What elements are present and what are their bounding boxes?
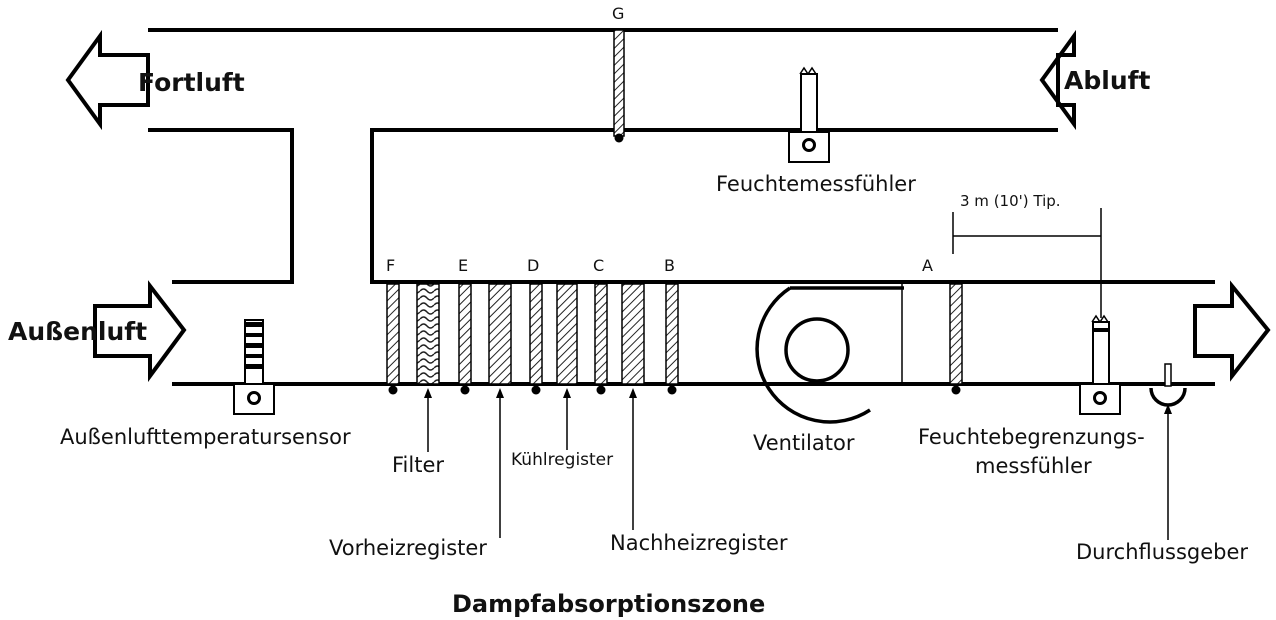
abluft-arrow <box>1039 29 1076 131</box>
point-d-label: D <box>527 256 540 275</box>
zone-title: Dampfabsorptionszone <box>452 590 766 618</box>
feuchtebegrenzung-label-line1: Feuchtebegrenzungs- <box>918 425 1145 449</box>
duct-walls <box>148 28 1215 386</box>
point-e-label: E <box>458 256 469 275</box>
distance-bracket <box>952 208 1102 318</box>
register-d <box>529 283 543 395</box>
durchflussgeber-label: Durchflussgeber <box>1076 540 1249 564</box>
aussenluft-arrow <box>93 280 187 383</box>
kuehlregister-coil <box>556 283 578 385</box>
point-g-probe <box>613 29 625 143</box>
abluft-label: Abluft <box>1064 66 1151 95</box>
register-b <box>665 283 679 395</box>
aussenluft-temperature-sensor <box>233 319 275 415</box>
point-b-label: B <box>664 256 675 275</box>
ventilator-fan <box>755 284 904 424</box>
nachheizregister-label: Nachheizregister <box>610 531 788 555</box>
ventilator-label: Ventilator <box>753 431 855 455</box>
vorheizregister-coil <box>488 283 512 385</box>
point-c-label: C <box>593 256 605 275</box>
point-a-label: A <box>922 256 933 275</box>
register-e <box>458 283 472 395</box>
kuehlregister-label: Kühlregister <box>511 450 614 470</box>
filter-element <box>416 283 440 385</box>
register-f <box>386 283 400 395</box>
aussenlufttemperatursensor-label: Außenlufttemperatursensor <box>60 425 351 449</box>
aussenluft-label: Außenluft <box>8 317 148 346</box>
feuchtemessfuehler-sensor <box>788 66 830 163</box>
feuchtebegrenzung-label-line2: messfühler <box>975 454 1092 478</box>
point-f-label: F <box>386 256 396 275</box>
exhaust-duct-lower-wall <box>148 128 294 284</box>
feuchtemessfuehler-label: Feuchtemessfühler <box>716 172 916 196</box>
fortluft-label: Fortluft <box>138 68 245 97</box>
fortluft-arrow <box>65 29 150 131</box>
distance-label: 3 m (10') Tip. <box>960 192 1061 210</box>
filter-label: Filter <box>392 453 445 477</box>
nachheizregister-coil <box>621 283 645 385</box>
point-a-probe <box>949 283 963 395</box>
register-c <box>594 283 608 395</box>
leader-lines <box>424 388 1172 540</box>
feuchtebegrenzung-sensor <box>1079 314 1121 415</box>
supply-duct-upper-wall <box>370 128 1215 284</box>
zuluft-arrow <box>1193 280 1271 382</box>
vorheizregister-label: Vorheizregister <box>329 536 487 560</box>
point-g-label: G <box>612 4 625 23</box>
